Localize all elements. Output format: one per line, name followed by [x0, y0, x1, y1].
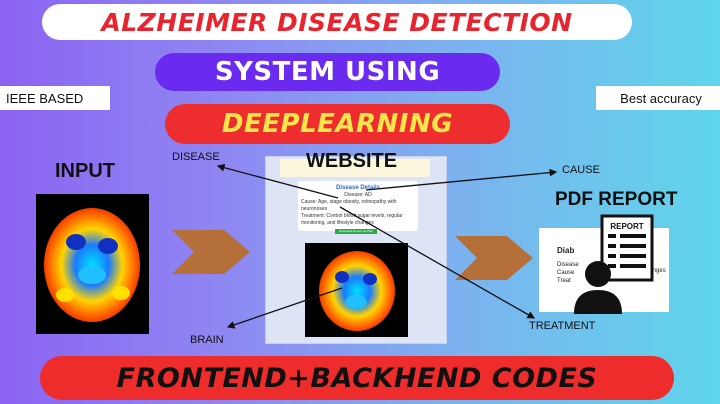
card-treatment: Treatment: Control blood sugar levels, r… — [301, 213, 403, 227]
title-line-2: SYSTEM USING — [155, 53, 500, 91]
card-disease: Disease: AD — [344, 192, 372, 199]
pdf-line: Treat — [557, 278, 571, 284]
brain-label: BRAIN — [190, 334, 224, 346]
bottom-banner: FRONTEND+BACKHEND CODES — [40, 356, 674, 400]
flow-arrow-icon — [455, 236, 533, 280]
download-pdf-button[interactable]: Download Report as PDF — [335, 229, 377, 234]
report-icon-label: REPORT — [610, 222, 643, 231]
pdf-report-label: PDF REPORT — [555, 189, 678, 210]
card-title: Disease Details — [335, 185, 381, 191]
cause-label: CAUSE — [562, 164, 600, 176]
pdf-line: Cause — [557, 270, 575, 276]
card-cause: Cause: Age, stage obesity, retinopathy w… — [301, 199, 397, 213]
title-line-1: ALZHEIMER DISEASE DETECTION — [42, 4, 632, 40]
pdf-line: Disease — [557, 262, 579, 268]
flow-arrow-icon — [172, 230, 250, 274]
treatment-label: TREATMENT — [529, 320, 596, 332]
title-line-3: DEEPLEARNING — [165, 104, 510, 144]
accuracy-tag: Best accuracy — [596, 86, 720, 110]
website-preview: Disease Details Disease: AD Cause: Age, … — [265, 156, 447, 344]
brain-scan-input — [36, 194, 149, 334]
disease-label: DISEASE — [172, 151, 220, 163]
website-banner — [280, 159, 430, 177]
ieee-tag: IEEE BASED — [0, 86, 110, 110]
website-label: WEBSITE — [306, 150, 398, 172]
report-document-icon: REPORT — [574, 214, 654, 314]
disease-details-card: Disease Details Disease: AD Cause: Age, … — [298, 181, 418, 231]
pdf-heading: Diab — [557, 246, 575, 255]
input-label: INPUT — [55, 160, 115, 182]
